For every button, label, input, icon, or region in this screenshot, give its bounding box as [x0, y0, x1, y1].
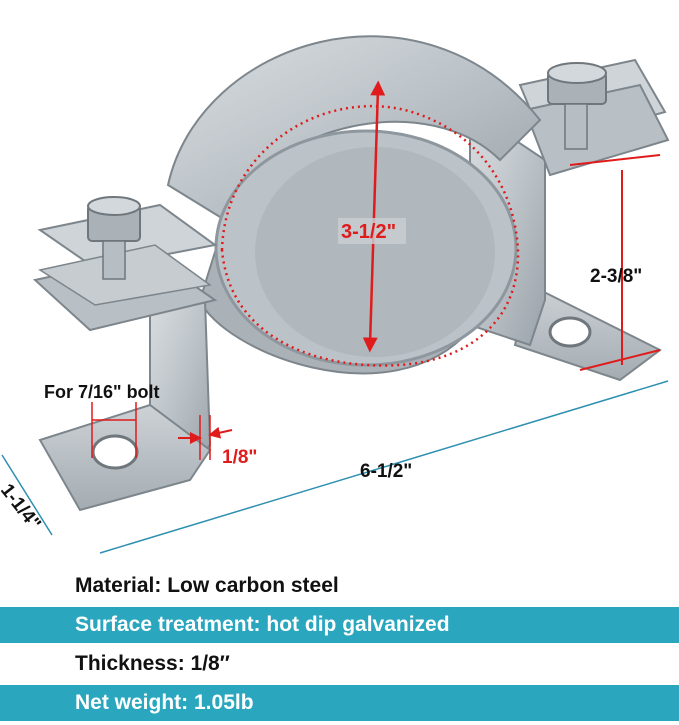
- height-label: 2-3/8": [590, 266, 642, 287]
- spec-material: Material: Low carbon steel: [0, 568, 679, 604]
- width-dimension-line: [1, 454, 53, 536]
- length-label: 6-1/2": [360, 461, 412, 482]
- thickness-dimension: [178, 415, 233, 460]
- left-foot: [38, 403, 212, 512]
- spec-surface-treatment: Surface treatment: hot dip galvanized: [0, 607, 679, 643]
- length-dimension-line: [99, 380, 669, 554]
- left-bolt-icon: [87, 196, 141, 280]
- spec-net-weight: Net weight: 1.05lb: [0, 685, 679, 721]
- diameter-dimension-line: [362, 80, 386, 353]
- diameter-label: 3-1/2": [341, 221, 396, 243]
- thickness-label: 1/8": [222, 447, 257, 468]
- height-dimension: [569, 154, 661, 371]
- spec-surface-treatment-text: Surface treatment: hot dip galvanized: [75, 613, 450, 636]
- spec-material-text: Material: Low carbon steel: [75, 574, 339, 597]
- bolt-hole-dimension: [91, 402, 137, 458]
- bolt-hole-label: For 7/16" bolt: [44, 382, 160, 402]
- spec-thickness-text: Thickness: 1/8″: [75, 652, 230, 675]
- pipe-clamp-illustration: 3-1/2" 2-3/8" 6-1/2" 1-1/4" 1/8" For 7/1…: [0, 35, 670, 554]
- spec-thickness: Thickness: 1/8″: [0, 646, 679, 682]
- right-bolt-icon: [547, 62, 607, 150]
- spec-net-weight-text: Net weight: 1.05lb: [75, 691, 254, 714]
